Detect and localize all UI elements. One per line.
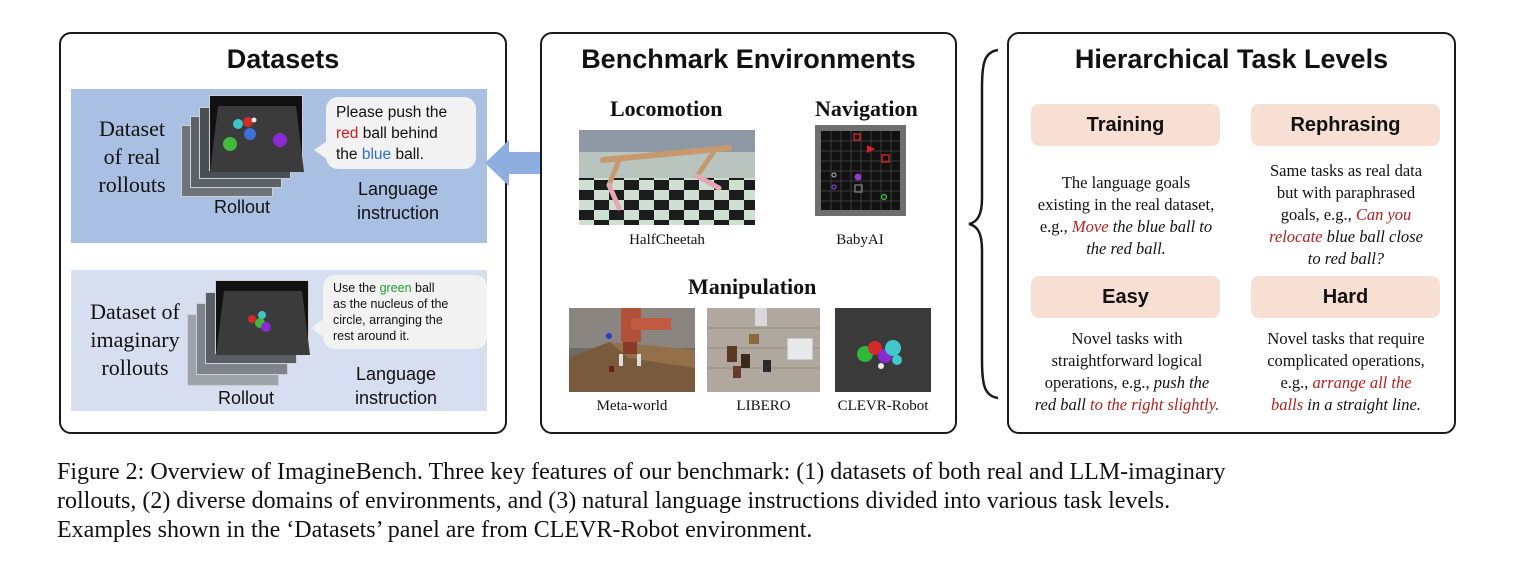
example-text: push the (1154, 373, 1209, 392)
level-desc-hard: Novel tasks that require complicated ope… (1241, 328, 1451, 416)
real-label-line: Dataset (77, 115, 187, 143)
figure-caption: Figure 2: Overview of ImagineBench. Thre… (57, 458, 1477, 545)
desc-line: existing in the real dataset, (1021, 194, 1231, 216)
imag-label-line: imaginary (75, 326, 195, 354)
babyai-image (815, 125, 906, 216)
example-red-text: to the right slightly. (1090, 395, 1219, 414)
bubble-text: circle, arranging the (333, 312, 477, 328)
left-arrow-icon (485, 138, 541, 188)
bubble-text: ball (412, 281, 435, 295)
curly-brace-icon (966, 48, 1002, 400)
example-red-text: relocate (1269, 227, 1322, 246)
real-instruction-bubble: Please push the red ball behind the blue… (326, 97, 476, 169)
real-rollout-label: Rollout (197, 197, 287, 218)
clevr-robot-caption: CLEVR-Robot (827, 398, 939, 415)
bubble-text: Use the (333, 281, 380, 295)
desc-line: The language goals (1021, 172, 1231, 194)
imag-rollout-label: Rollout (201, 388, 291, 409)
level-chip-rephrasing: Rephrasing (1251, 104, 1440, 146)
example-text: to red ball? (1241, 248, 1451, 270)
clevr-robot-image (835, 308, 931, 392)
desc-line: straightforward logical (1017, 350, 1237, 372)
desc-text: e.g., (1040, 217, 1072, 236)
benchmark-panel: Benchmark Environments Locomotion HalfCh… (540, 32, 957, 434)
level-desc-rephrasing: Same tasks as real data but with paraphr… (1241, 160, 1451, 270)
bubble-blue-word: blue (362, 146, 391, 163)
real-dataset-label: Dataset of real rollouts (77, 115, 187, 199)
example-text: the red ball. (1021, 238, 1231, 260)
libero-caption: LIBERO (707, 398, 820, 415)
imaginary-dataset-label: Dataset of imaginary rollouts (75, 298, 195, 382)
manipulation-title: Manipulation (688, 274, 816, 300)
example-red-text: Can you (1356, 205, 1411, 224)
imag-instruction-label: Language instruction (331, 362, 461, 410)
imaginary-rollouts-box: Dataset of imaginary rollouts Rollout Us… (71, 270, 487, 411)
task-levels-panel: Hierarchical Task Levels Training The la… (1007, 32, 1456, 434)
caption-line: Figure 2: Overview of ImagineBench. Thre… (57, 458, 1477, 487)
desc-line: Novel tasks with (1017, 328, 1237, 350)
level-chip-easy: Easy (1031, 276, 1220, 318)
bubble-text: as the nucleus of the (333, 296, 477, 312)
example-text: in a straight line. (1303, 395, 1421, 414)
real-label-line: of real (77, 143, 187, 171)
instruction-label-line: instruction (331, 386, 461, 410)
bubble-green-word: green (380, 281, 412, 295)
desc-line: Novel tasks that require (1241, 328, 1451, 350)
rollout-frame-top (209, 95, 303, 171)
desc-text: operations, e.g., (1045, 373, 1154, 392)
desc-text: e.g., (1280, 373, 1312, 392)
bubble-text: the (336, 146, 362, 163)
bubble-text: rest around it. (333, 328, 477, 344)
example-red-text: arrange all the (1313, 373, 1412, 392)
caption-line: Examples shown in the ‘Datasets’ panel a… (57, 516, 1477, 545)
desc-line: but with paraphrased (1241, 182, 1451, 204)
bubble-red-word: red (336, 125, 358, 142)
halfcheetah-image (579, 130, 755, 225)
desc-text: goals, e.g., (1281, 205, 1356, 224)
rollout-frame-top (215, 280, 309, 354)
imag-label-line: rollouts (75, 354, 195, 382)
imag-instruction-bubble: Use the green ball as the nucleus of the… (323, 275, 487, 349)
example-red-text: Move (1072, 217, 1109, 236)
level-chip-hard: Hard (1251, 276, 1440, 318)
navigation-title: Navigation (815, 96, 918, 122)
task-levels-title: Hierarchical Task Levels (1009, 44, 1454, 75)
clevr-scene-image (216, 281, 310, 355)
instruction-label-line: Language (331, 362, 461, 386)
datasets-panel: Datasets Dataset of real rollouts (59, 32, 507, 434)
babyai-caption: BabyAI (810, 232, 910, 249)
libero-image (707, 308, 820, 392)
real-instruction-label: Language instruction (333, 177, 463, 225)
example-text: blue ball close (1323, 227, 1423, 246)
imag-label-line: Dataset of (75, 298, 195, 326)
clevr-scene-image (210, 96, 304, 172)
datasets-title: Datasets (61, 44, 505, 75)
bubble-text: ball. (391, 146, 424, 163)
bubble-text: Please push the (336, 104, 447, 121)
instruction-label-line: instruction (333, 201, 463, 225)
example-text: the blue ball to (1109, 217, 1213, 236)
level-desc-training: The language goals existing in the real … (1021, 172, 1231, 260)
example-red-text: balls (1271, 395, 1303, 414)
halfcheetah-caption: HalfCheetah (579, 232, 755, 249)
level-desc-easy: Novel tasks with straightforward logical… (1017, 328, 1237, 416)
real-label-line: rollouts (77, 171, 187, 199)
instruction-label-line: Language (333, 177, 463, 201)
real-rollouts-box: Dataset of real rollouts Rollout (71, 89, 487, 243)
metaworld-image (569, 308, 695, 392)
locomotion-title: Locomotion (610, 96, 722, 122)
benchmark-title: Benchmark Environments (542, 44, 955, 75)
desc-line: Same tasks as real data (1241, 160, 1451, 182)
example-text: red ball (1035, 395, 1090, 414)
caption-line: rollouts, (2) diverse domains of environ… (57, 487, 1477, 516)
metaworld-caption: Meta-world (569, 398, 695, 415)
level-chip-training: Training (1031, 104, 1220, 146)
desc-line: complicated operations, (1241, 350, 1451, 372)
bubble-text: ball behind (358, 125, 437, 142)
